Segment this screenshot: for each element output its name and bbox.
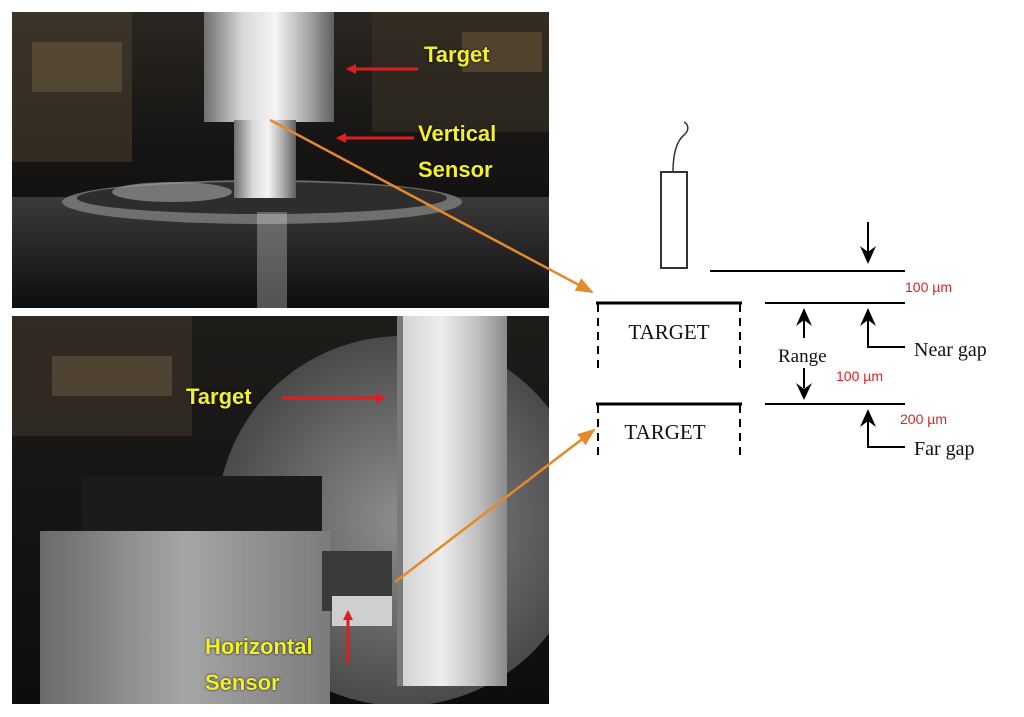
vertical-sensor-label-line1: Vertical <box>418 121 497 146</box>
vertical-sensor-photo <box>12 12 549 308</box>
range-arrowhead-up <box>796 308 812 326</box>
range-arrowhead-down <box>796 383 812 400</box>
range-label: Range <box>778 346 827 367</box>
far-gap-arrowhead <box>860 409 876 427</box>
near-gap-arrowhead <box>860 308 876 326</box>
dimension-200um: 200 µm <box>900 411 947 427</box>
vertical-sensor-leader <box>269 118 594 294</box>
top-gap-arrowhead <box>860 246 876 264</box>
horizontal-sensor-label-line1: Horizontal <box>205 634 313 659</box>
top-target-label: Target <box>424 42 490 67</box>
near-gap-label: Near gap <box>914 339 987 361</box>
near-target-label: TARGET <box>628 320 709 344</box>
horizontal-sensor-photo <box>12 316 549 704</box>
dimension-100um-top: 100 µm <box>905 279 952 295</box>
horizontal-sensor-leader <box>394 428 596 583</box>
far-target-shape <box>596 402 742 460</box>
far-gap-leader <box>867 421 905 448</box>
far-target-label: TARGET <box>624 420 705 444</box>
bottom-target-label: Target <box>186 384 252 409</box>
sensor-probe-icon <box>660 121 689 269</box>
near-target-shape <box>596 301 742 368</box>
vertical-sensor-label-line2: Sensor <box>418 157 493 182</box>
far-gap-label: Far gap <box>914 438 975 460</box>
near-gap-leader <box>867 320 905 348</box>
dimension-100um-mid: 100 µm <box>836 368 883 384</box>
horizontal-sensor-label-line2: Sensor <box>205 670 280 695</box>
